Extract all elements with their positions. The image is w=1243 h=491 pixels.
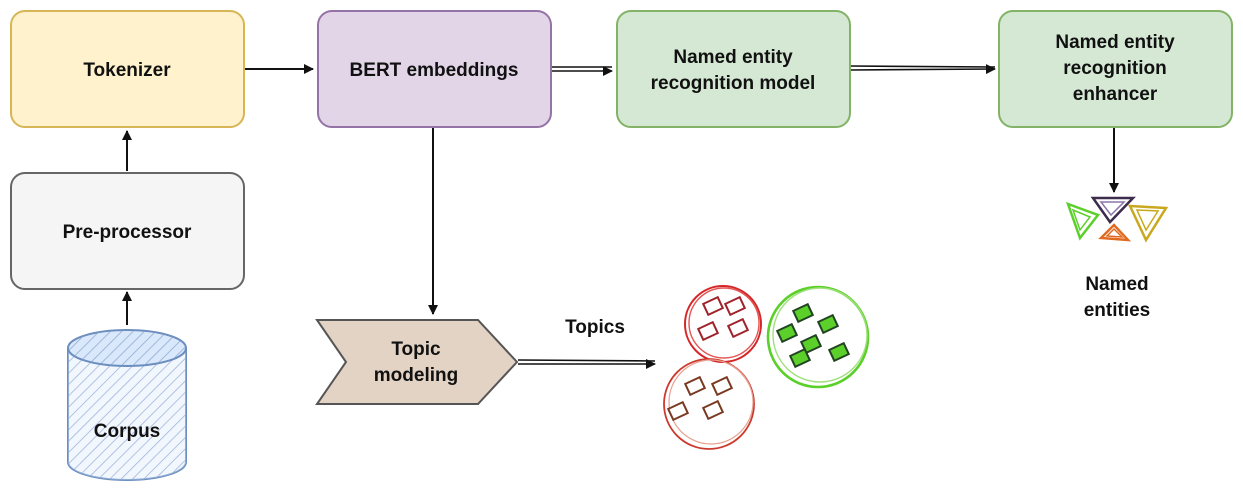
topic-modeling-label-line1: Topic [391, 339, 441, 360]
ner-model-label-line1: Named entity [673, 47, 793, 68]
arrow-topic-modeling-to-topics [517, 359, 656, 369]
named-entities-label-line1: Named [1085, 274, 1148, 295]
preprocessor-label: Pre-processor [63, 222, 192, 243]
topic-cluster-red [684, 285, 762, 363]
ner-enhancer-label-line2: recognition [1063, 58, 1166, 79]
arrow-ner-model-to-enhancer [849, 64, 996, 75]
topic-clusters-icon [663, 285, 870, 450]
bert-embeddings-label: BERT embeddings [350, 60, 519, 81]
named-entities-label-line2: entities [1084, 300, 1151, 321]
topics-label: Topics [565, 317, 625, 338]
ner-enhancer-label-line1: Named entity [1055, 32, 1175, 53]
corpus-label: Corpus [94, 421, 161, 442]
ner-enhancer-label-line3: enhancer [1073, 84, 1158, 105]
tokenizer-label: Tokenizer [83, 60, 171, 81]
named-entities-icon [1065, 196, 1169, 243]
preprocessor-node: Pre-processor [10, 172, 245, 290]
corpus-node: Corpus [67, 329, 187, 481]
topic-cluster-brown [663, 358, 755, 450]
bert-embeddings-node: BERT embeddings [317, 10, 552, 128]
ner-model-label-line2: recognition model [651, 73, 816, 94]
topic-modeling-node: Topic modeling [315, 319, 519, 405]
ner-enhancer-node: Named entity recognition enhancer [998, 10, 1233, 128]
topic-cluster-green [766, 285, 870, 389]
ner-model-node: Named entity recognition model [616, 10, 851, 128]
arrow-bert-to-ner-model [552, 66, 613, 76]
topic-modeling-label-line2: modeling [374, 365, 458, 386]
tokenizer-node: Tokenizer [10, 10, 245, 128]
